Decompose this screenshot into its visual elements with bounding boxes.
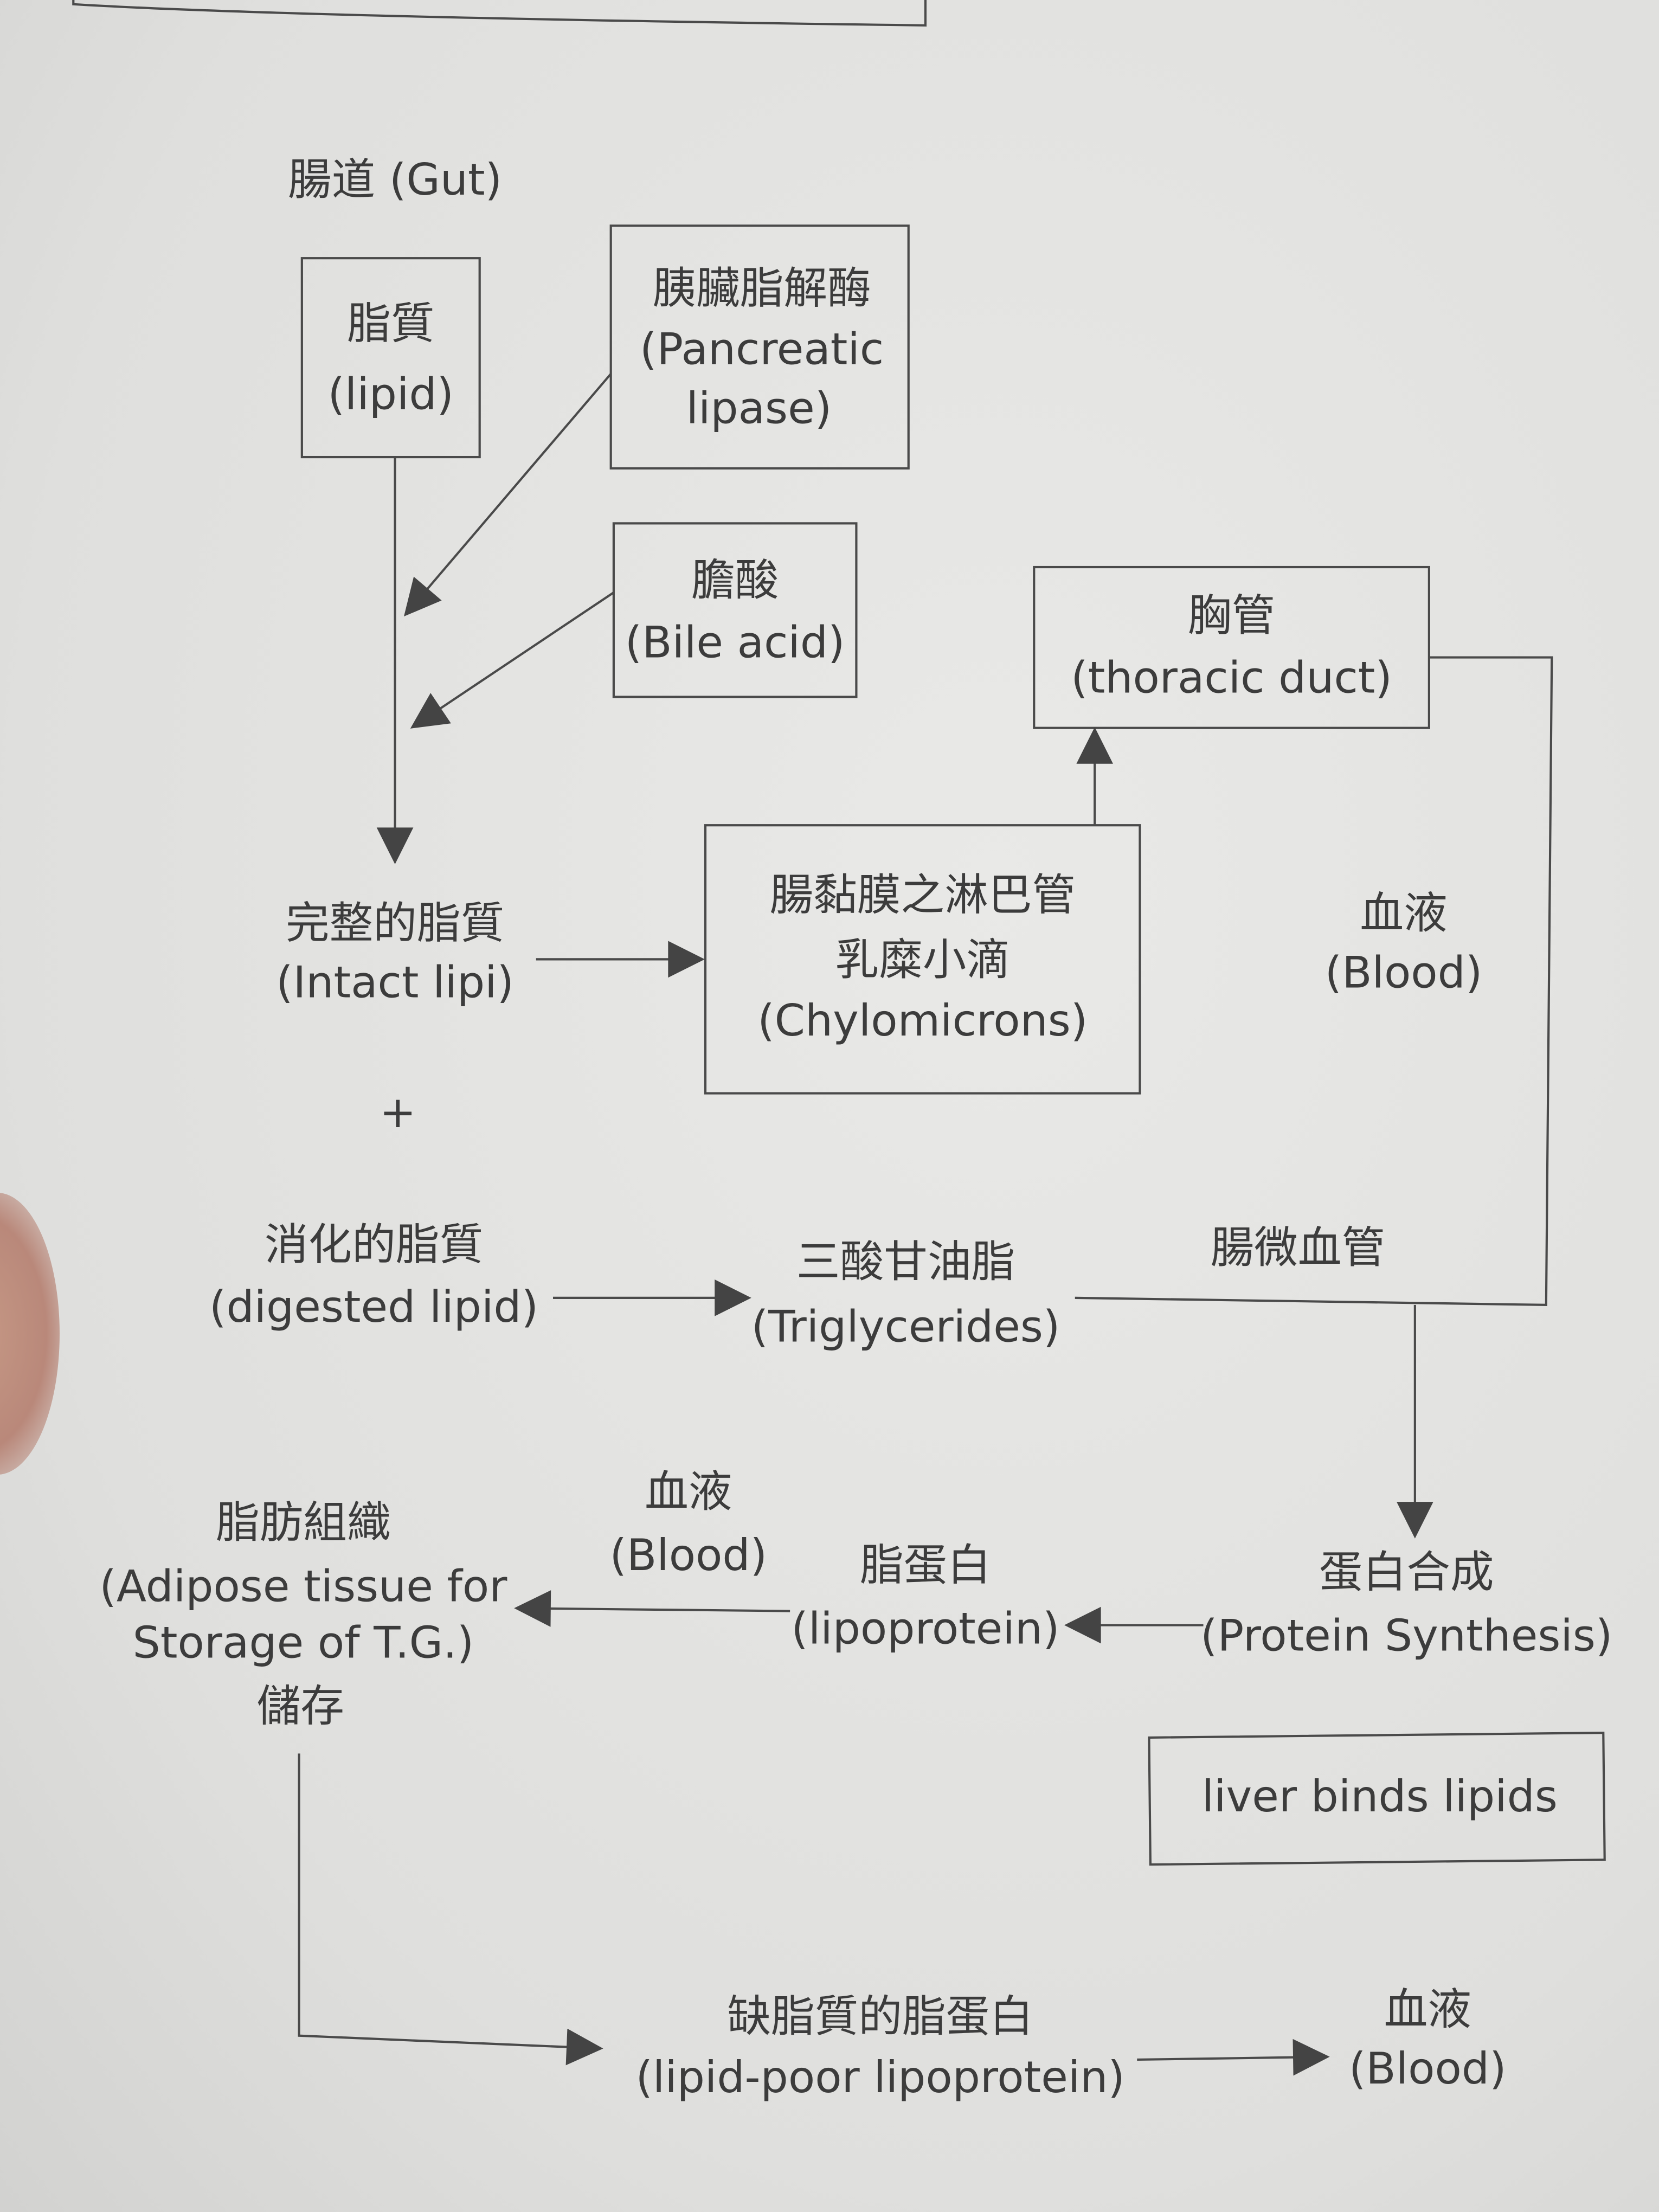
chylo-zh1: 腸黏膜之淋巴管: [769, 870, 1076, 921]
triglycerides-zh: 三酸甘油脂: [796, 1237, 1015, 1288]
adipose-zh: 脂肪組織: [216, 1497, 391, 1548]
arrow-adipose-to-lipid-poor: [298, 1753, 603, 2066]
lipoprotein-en: (lipoprotein): [791, 1603, 1059, 1654]
arrow-lipoprotein-to-adipose: [514, 1590, 790, 1627]
thoracic-zh: 胸管: [1188, 590, 1275, 641]
pancreatic-lipase-box: [609, 224, 910, 470]
lipoprotein-zh: 脂蛋白: [860, 1540, 991, 1591]
pancreatic-en2: lipase): [686, 383, 832, 434]
digested-lipid-zh: 消化的脂質: [265, 1220, 483, 1271]
blood-right-zh: 血液: [1360, 888, 1447, 939]
capillaries-label: 腸微血管: [1211, 1223, 1386, 1274]
blood-bottom-zh: 血液: [1384, 1984, 1471, 2035]
pancreatic-zh: 胰臟脂解酶: [652, 263, 871, 314]
digested-lipid-en: (digested lipid): [209, 1282, 538, 1333]
protein-synthesis-zh: 蛋白合成: [1319, 1547, 1494, 1598]
arrow-bile: [410, 591, 615, 729]
liver-label: liver binds lipids: [1202, 1771, 1558, 1822]
plus-sign: +: [380, 1087, 416, 1138]
blood-bottom-en: (Blood): [1349, 2043, 1507, 2094]
header-box-partial: [72, 0, 927, 27]
connector-thoracic-blood: [1075, 656, 1553, 1307]
thoracic-en: (thoracic duct): [1071, 653, 1392, 704]
adipose-en2: Storage of T.G.): [133, 1617, 474, 1668]
blood-right-en: (Blood): [1325, 947, 1483, 998]
arrow-lipid-poor-to-blood: [1137, 2039, 1330, 2076]
gut-label: 腸道 (Gut): [288, 155, 502, 205]
chylo-en: (Chylomicrons): [757, 995, 1088, 1046]
adipose-en1: (Adipose tissue for: [99, 1561, 507, 1612]
lipid-box: [300, 257, 481, 459]
lipid-poor-en: (lipid-poor lipoprotein): [635, 2052, 1124, 2103]
bile-en: (Bile acid): [625, 618, 845, 668]
liver-box: [1148, 1732, 1606, 1866]
bile-zh: 膽酸: [691, 555, 779, 606]
adipose-zh2: 儲存: [257, 1681, 344, 1732]
lipid-zh: 脂質: [347, 298, 434, 349]
pancreatic-en1: (Pancreatic: [640, 324, 884, 375]
intact-lipid-zh: 完整的脂質: [286, 898, 504, 949]
blood-middle-zh: 血液: [645, 1467, 732, 1517]
chylo-zh2: 乳糜小滴: [835, 935, 1010, 986]
bile-acid-box: [612, 522, 858, 698]
thoracic-duct-box: [1033, 565, 1430, 729]
blood-middle-en: (Blood): [610, 1530, 768, 1581]
lipid-poor-zh: 缺脂質的脂蛋白: [727, 1991, 1033, 2042]
intact-lipid-en: (Intact lipi): [276, 957, 514, 1008]
triglycerides-en: (Triglycerides): [751, 1302, 1060, 1353]
chylomicrons-box: [704, 824, 1141, 1095]
arrow-pancreatic: [403, 373, 612, 617]
protein-synthesis-en: (Protein Synthesis): [1200, 1610, 1612, 1661]
lipid-en: (lipid): [327, 369, 454, 420]
